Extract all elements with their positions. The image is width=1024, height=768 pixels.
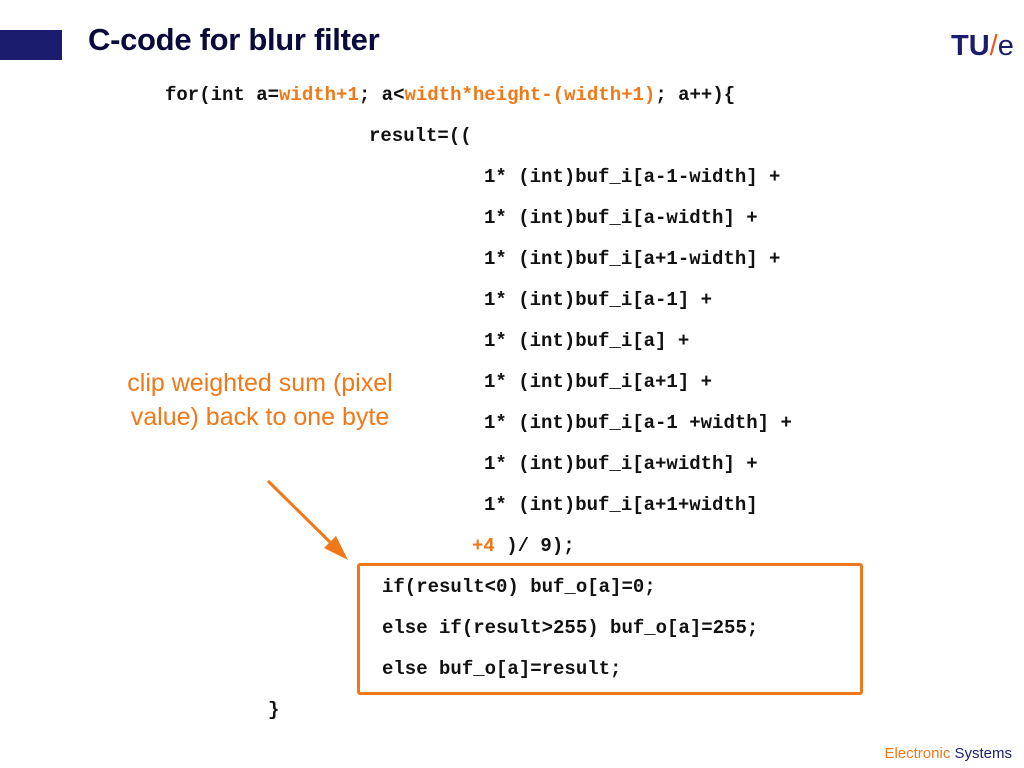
sum-term: 1* (int)buf_i[a+width] + bbox=[484, 453, 758, 475]
divide-close: )/ 9); bbox=[506, 535, 575, 557]
clip-annotation: clip weighted sum (pixel value) back to … bbox=[127, 369, 393, 431]
sum-term: 1* (int)buf_i[a+1] + bbox=[484, 371, 713, 393]
for-mid: ; a< bbox=[358, 84, 405, 106]
slide-title: C-code for blur filter bbox=[88, 22, 380, 57]
closing-brace: } bbox=[268, 699, 280, 721]
sum-term: 1* (int)buf_i[a-width] + bbox=[484, 207, 758, 229]
for-init: width+1 bbox=[279, 84, 359, 106]
clip-line: else buf_o[a]=result; bbox=[382, 658, 622, 680]
for-suffix: ; a++){ bbox=[655, 84, 736, 106]
footer-systems: Systems bbox=[954, 745, 1012, 762]
sum-term: 1* (int)buf_i[a-1] + bbox=[484, 289, 713, 311]
title-accent-bar bbox=[0, 30, 62, 60]
divide-line: +4 )/ 9); bbox=[472, 535, 575, 557]
clip-line: else if(result>255) buf_o[a]=255; bbox=[382, 617, 759, 639]
sum-term: 1* (int)buf_i[a] + bbox=[484, 330, 690, 352]
for-condition: width*height-(width+1) bbox=[404, 84, 656, 106]
footer-label: Electronic Systems bbox=[884, 745, 1012, 762]
clip-highlight-box bbox=[357, 563, 863, 695]
sum-term: 1* (int)buf_i[a-1 +width] + bbox=[484, 412, 792, 434]
sum-term: 1* (int)buf_i[a-1-width] + bbox=[484, 166, 781, 188]
rounding-term: +4 bbox=[472, 535, 495, 557]
sum-term: 1* (int)buf_i[a+1+width] bbox=[484, 494, 758, 516]
clip-line: if(result<0) buf_o[a]=0; bbox=[382, 576, 656, 598]
logo-tu: TU bbox=[951, 30, 990, 62]
for-prefix: for(int a= bbox=[165, 84, 280, 106]
tue-logo: TU/e bbox=[951, 28, 1015, 64]
result-open-line: result=(( bbox=[369, 125, 472, 147]
code-block: for(int a=width+1; a<width*height-(width… bbox=[0, 0, 792, 721]
logo-slash: / bbox=[989, 30, 998, 62]
logo-e: e bbox=[997, 30, 1014, 62]
sum-term: 1* (int)buf_i[a+1-width] + bbox=[484, 248, 781, 270]
footer-electronic: Electronic bbox=[884, 745, 951, 762]
for-loop-line: for(int a=width+1; a<width*height-(width… bbox=[165, 84, 735, 106]
